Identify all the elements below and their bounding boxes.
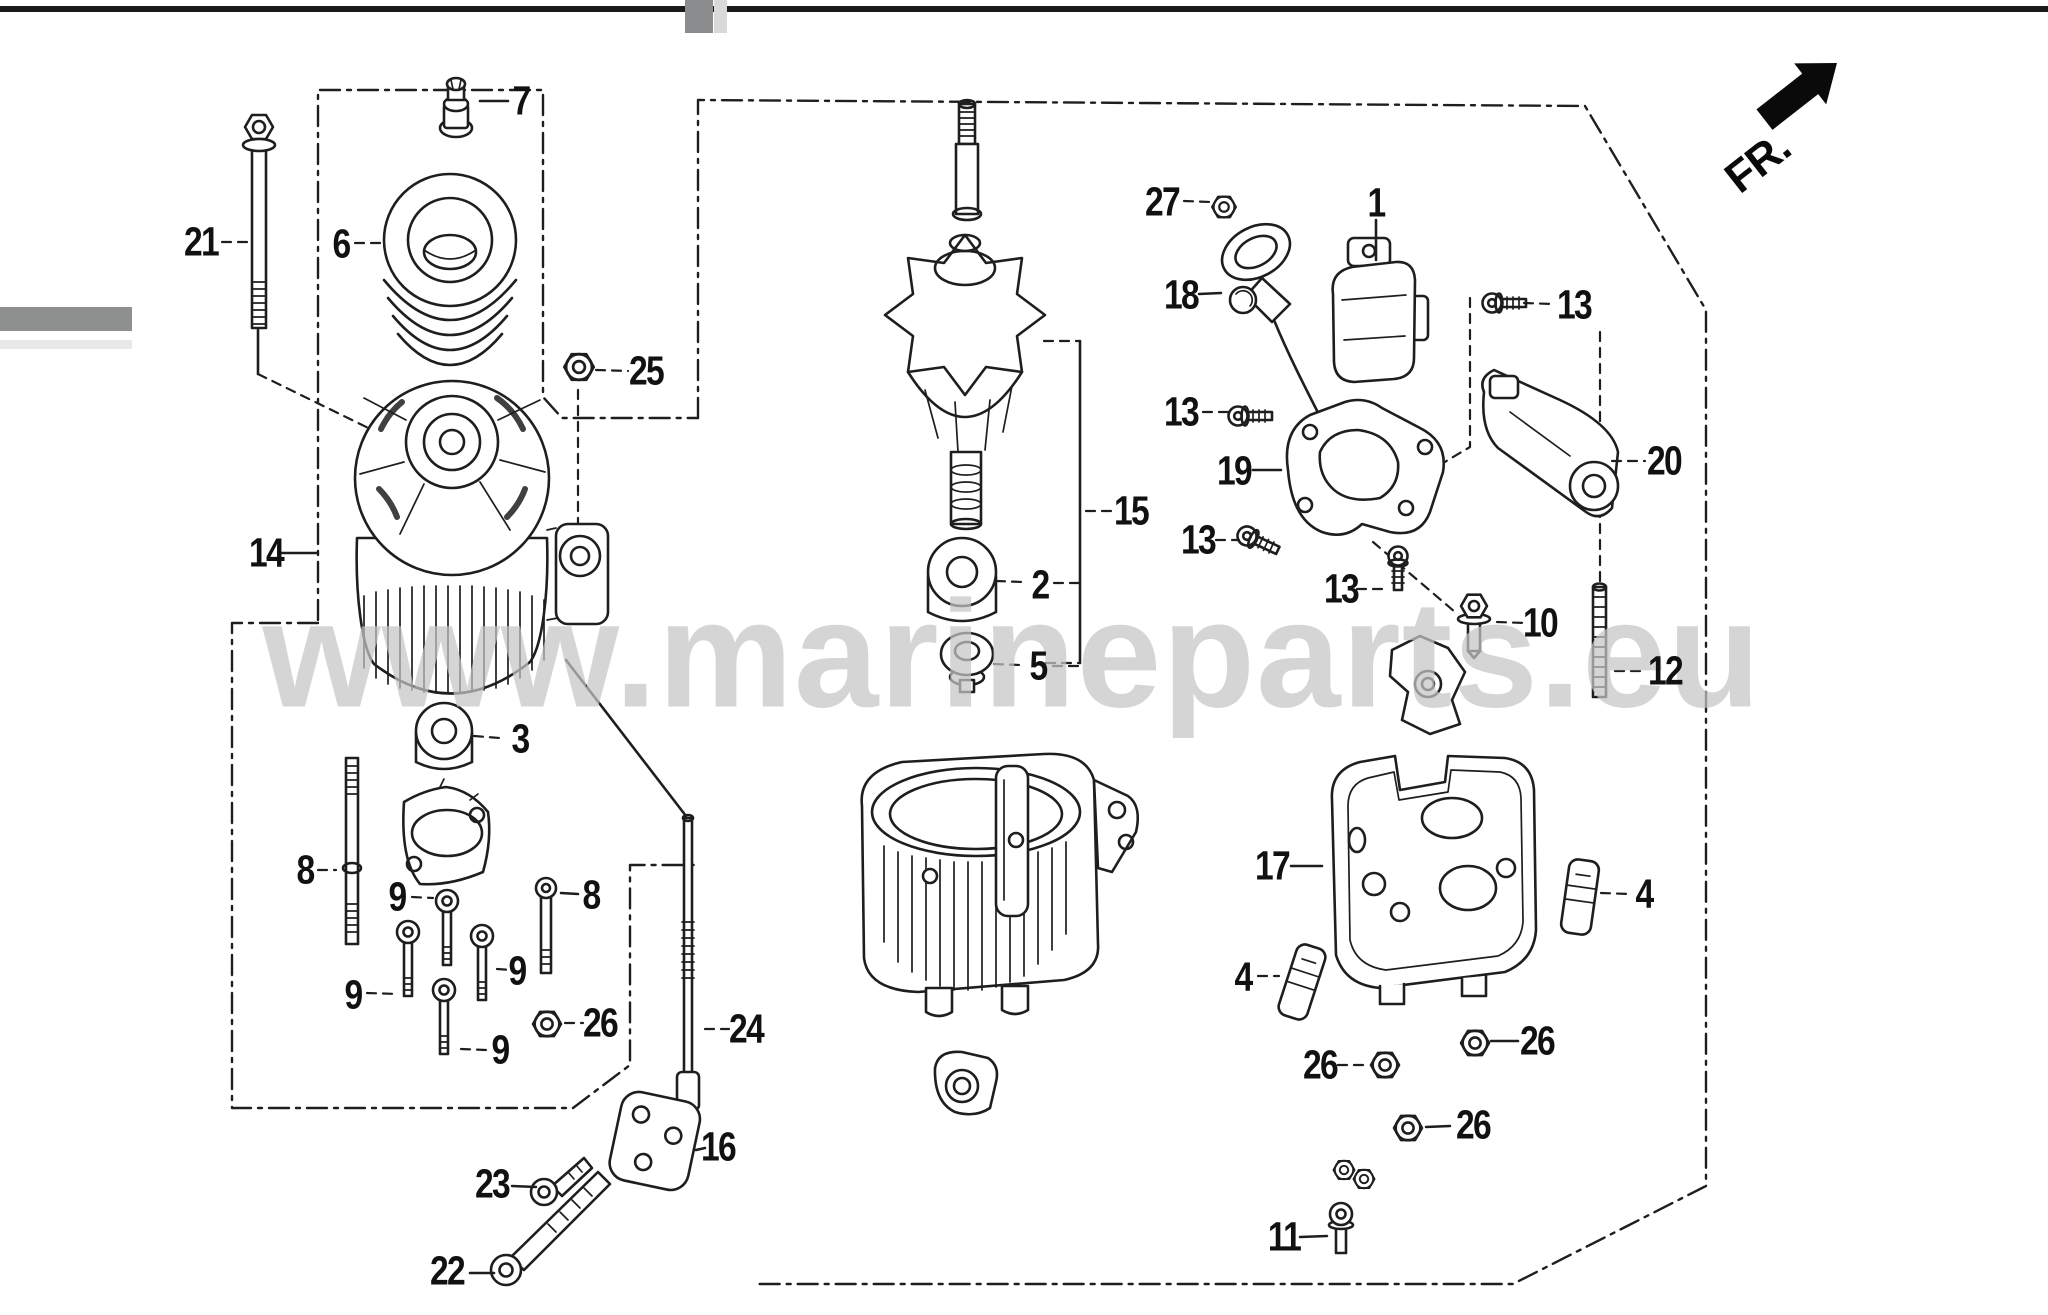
callout-26b: 26 xyxy=(1302,1041,1339,1088)
callout-21: 21 xyxy=(183,218,220,265)
part-1-regulator xyxy=(1331,236,1430,384)
part-2-bearing xyxy=(926,536,998,623)
assembly-relation-lines xyxy=(256,296,1602,818)
callout-25: 25 xyxy=(628,347,665,394)
part-12-set-screw xyxy=(1591,582,1608,699)
callout-26c: 26 xyxy=(1519,1017,1556,1064)
top-tab-artifact-light xyxy=(714,0,727,33)
callout-24: 24 xyxy=(728,1005,765,1052)
left-scrollbar-artifact xyxy=(0,307,132,331)
callout-8a: 8 xyxy=(296,846,315,893)
callout-5: 5 xyxy=(1029,642,1048,689)
callout-17: 17 xyxy=(1254,842,1291,889)
callout-9a: 9 xyxy=(388,873,407,920)
callout-13d: 13 xyxy=(1323,565,1360,612)
callout-23: 23 xyxy=(474,1160,511,1207)
stay-bracket xyxy=(1388,634,1467,736)
callout-9b: 9 xyxy=(344,971,363,1018)
border-box-main xyxy=(696,98,1708,1286)
callout-12: 12 xyxy=(1647,647,1684,694)
callout-26d: 26 xyxy=(1455,1101,1492,1148)
part-18-brush-holder xyxy=(1220,222,1340,454)
part-10-bolt xyxy=(1456,593,1492,660)
part-22-long-bolt xyxy=(489,1170,612,1287)
callout-7: 7 xyxy=(512,77,531,124)
part-25-nut xyxy=(562,352,596,382)
part-7-cap-nut xyxy=(438,76,474,139)
callout-10: 10 xyxy=(1522,599,1559,646)
part-14-alternator-housing xyxy=(353,379,610,695)
part-19-rectifier xyxy=(1285,398,1446,536)
part-26-nut-left xyxy=(531,1010,563,1038)
callout-6: 6 xyxy=(332,220,351,267)
part-8-stud-right xyxy=(534,876,558,975)
callout-13c: 13 xyxy=(1180,516,1217,563)
top-border-line xyxy=(0,6,2048,12)
part-17-rear-housing xyxy=(1330,754,1538,1006)
callout-9d: 9 xyxy=(491,1026,510,1073)
callout-11: 11 xyxy=(1267,1213,1302,1260)
callout-27: 27 xyxy=(1144,178,1181,225)
part-3-bearing xyxy=(414,701,474,771)
callout-15-bracket xyxy=(1042,339,1082,665)
callout-4a: 4 xyxy=(1635,870,1654,917)
callout-3: 3 xyxy=(511,715,530,762)
left-scrollbar-artifact-light xyxy=(0,340,132,349)
top-tab-artifact xyxy=(685,0,713,33)
front-end-cover xyxy=(860,752,1140,1018)
part-9-bolts xyxy=(395,888,495,1056)
callout-2: 2 xyxy=(1031,561,1050,608)
callout-13b: 13 xyxy=(1163,388,1200,435)
part-20-terminal-assembly xyxy=(1481,368,1620,518)
part-24-long-stud xyxy=(675,813,701,1132)
mounting-flange-plate xyxy=(402,778,491,886)
callout-22: 22 xyxy=(429,1247,466,1294)
double-nut xyxy=(1332,1159,1376,1190)
callout-26a: 26 xyxy=(582,999,619,1046)
callout-13a: 13 xyxy=(1556,281,1593,328)
fr-direction-arrow xyxy=(1756,62,1837,130)
part-21-through-bolt xyxy=(241,113,277,376)
reference-borders xyxy=(230,88,1708,1286)
callout-20: 20 xyxy=(1646,437,1683,484)
wire-clamp-piece xyxy=(933,1050,999,1116)
part-8-stud-left xyxy=(341,756,363,946)
callout-leader-lines xyxy=(220,99,1649,1275)
part-5-slip-ring xyxy=(939,631,995,694)
callout-8b: 8 xyxy=(582,871,601,918)
callout-14: 14 xyxy=(248,529,285,576)
callout-15: 15 xyxy=(1113,487,1150,534)
callout-18: 18 xyxy=(1163,271,1200,318)
border-box-pulley xyxy=(316,88,700,622)
part-11-bolt xyxy=(1327,1201,1355,1255)
border-box-hardware xyxy=(230,621,700,1110)
part-16-bracket xyxy=(608,1090,702,1192)
part-27-nut xyxy=(1210,195,1238,219)
callout-16: 16 xyxy=(700,1123,737,1170)
part-6-pulley xyxy=(382,172,518,367)
part-23-flange-bolt xyxy=(529,1156,594,1207)
part-15-rotor xyxy=(883,98,1047,531)
callout-9c: 9 xyxy=(508,947,527,994)
callout-4b: 4 xyxy=(1234,953,1253,1000)
callout-1: 1 xyxy=(1367,179,1386,226)
callout-19: 19 xyxy=(1216,447,1253,494)
